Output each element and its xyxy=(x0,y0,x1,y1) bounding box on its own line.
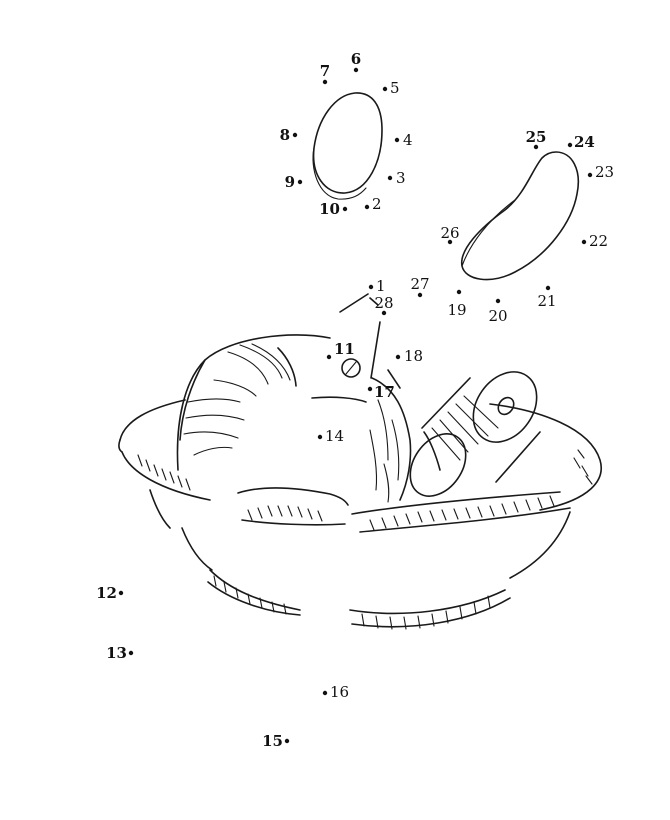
dot-label-21: 21 xyxy=(537,292,556,310)
dot-label-23: 23 xyxy=(595,163,614,181)
dot-label-9: 9 xyxy=(285,173,295,191)
pin-strokes xyxy=(339,293,401,389)
pincushion-right xyxy=(369,377,412,503)
dot-label-4: 4 xyxy=(403,131,413,149)
dot-label-2: 2 xyxy=(372,195,382,213)
dot-4 xyxy=(394,137,400,143)
pincushion-left xyxy=(176,334,367,471)
point-21: 21 xyxy=(537,285,557,310)
point-10: 10 xyxy=(319,200,348,218)
dot-label-17: 17 xyxy=(374,383,395,401)
dot-label-11: 11 xyxy=(334,340,355,358)
point-22: 22 xyxy=(581,232,608,250)
dot-2 xyxy=(364,204,370,210)
crescent-shape-right xyxy=(461,151,579,281)
dot-21 xyxy=(545,285,551,291)
dot-1 xyxy=(368,284,374,290)
point-14: 14 xyxy=(317,427,344,445)
point-13: 13 xyxy=(106,644,134,662)
dot-18 xyxy=(395,354,401,360)
dot-7 xyxy=(322,79,328,85)
thread-spool xyxy=(409,371,541,497)
point-1: 1 xyxy=(368,277,386,295)
point-12: 12 xyxy=(96,584,124,602)
dot-label-8: 8 xyxy=(280,126,290,144)
dot-label-19: 19 xyxy=(447,301,466,319)
point-2: 2 xyxy=(364,195,382,213)
dot-25 xyxy=(533,144,539,150)
dot-22 xyxy=(581,239,587,245)
dot-20 xyxy=(495,298,501,304)
dot-label-28: 28 xyxy=(374,294,393,312)
dot-8 xyxy=(292,132,298,138)
dot-24 xyxy=(567,142,573,148)
dot-23 xyxy=(587,172,593,178)
dot-label-20: 20 xyxy=(488,307,507,325)
point-19: 19 xyxy=(447,289,467,319)
point-11: 11 xyxy=(326,340,355,360)
dot-6 xyxy=(353,67,359,73)
egg-shape-left xyxy=(312,92,383,200)
dot-label-14: 14 xyxy=(325,427,344,445)
dot-label-6: 6 xyxy=(351,50,361,68)
basket-rim-left xyxy=(118,399,349,529)
point-15: 15 xyxy=(262,732,290,750)
point-16: 16 xyxy=(322,683,349,701)
dot-label-16: 16 xyxy=(330,683,349,701)
dot-13 xyxy=(128,650,134,656)
dot-15 xyxy=(284,738,290,744)
dot-26 xyxy=(447,239,453,245)
point-5: 5 xyxy=(382,79,400,97)
dot-label-18: 18 xyxy=(404,347,423,365)
point-20: 20 xyxy=(488,298,508,325)
dot-14 xyxy=(317,434,323,440)
point-18: 18 xyxy=(395,347,423,365)
dot-12 xyxy=(118,590,124,596)
point-26: 26 xyxy=(440,224,460,245)
point-7: 7 xyxy=(320,62,330,85)
dot-label-1: 1 xyxy=(376,277,386,295)
dot-label-3: 3 xyxy=(396,169,406,187)
dot-5 xyxy=(382,86,388,92)
dot-label-12: 12 xyxy=(96,584,117,602)
dot-label-24: 24 xyxy=(574,133,595,151)
basket-bowl xyxy=(181,511,571,630)
point-23: 23 xyxy=(587,163,614,181)
dot-label-10: 10 xyxy=(319,200,340,218)
dot-label-27: 27 xyxy=(410,275,429,293)
point-8: 8 xyxy=(280,126,298,144)
dot-10 xyxy=(342,206,348,212)
dot-label-26: 26 xyxy=(440,224,459,242)
dot-label-13: 13 xyxy=(106,644,127,662)
point-24: 24 xyxy=(567,133,595,151)
dot-27 xyxy=(417,292,423,298)
dot-17 xyxy=(367,386,373,392)
basket-rim-right xyxy=(351,403,602,533)
dot-28 xyxy=(381,310,387,316)
dot-label-25: 25 xyxy=(526,128,547,146)
point-17: 17 xyxy=(367,383,395,401)
dot-11 xyxy=(326,354,332,360)
dot-9 xyxy=(297,179,303,185)
point-6: 6 xyxy=(351,50,361,73)
point-3: 3 xyxy=(387,169,406,187)
point-4: 4 xyxy=(394,131,413,149)
point-28: 28 xyxy=(374,294,394,316)
point-9: 9 xyxy=(285,173,303,191)
dot-label-7: 7 xyxy=(320,62,330,80)
dot-label-5: 5 xyxy=(390,79,400,97)
dot-19 xyxy=(456,289,462,295)
dot-label-15: 15 xyxy=(262,732,283,750)
dot-16 xyxy=(322,690,328,696)
dot-3 xyxy=(387,175,393,181)
point-25: 25 xyxy=(526,128,547,150)
dot-label-22: 22 xyxy=(589,232,608,250)
point-27: 27 xyxy=(410,275,430,298)
